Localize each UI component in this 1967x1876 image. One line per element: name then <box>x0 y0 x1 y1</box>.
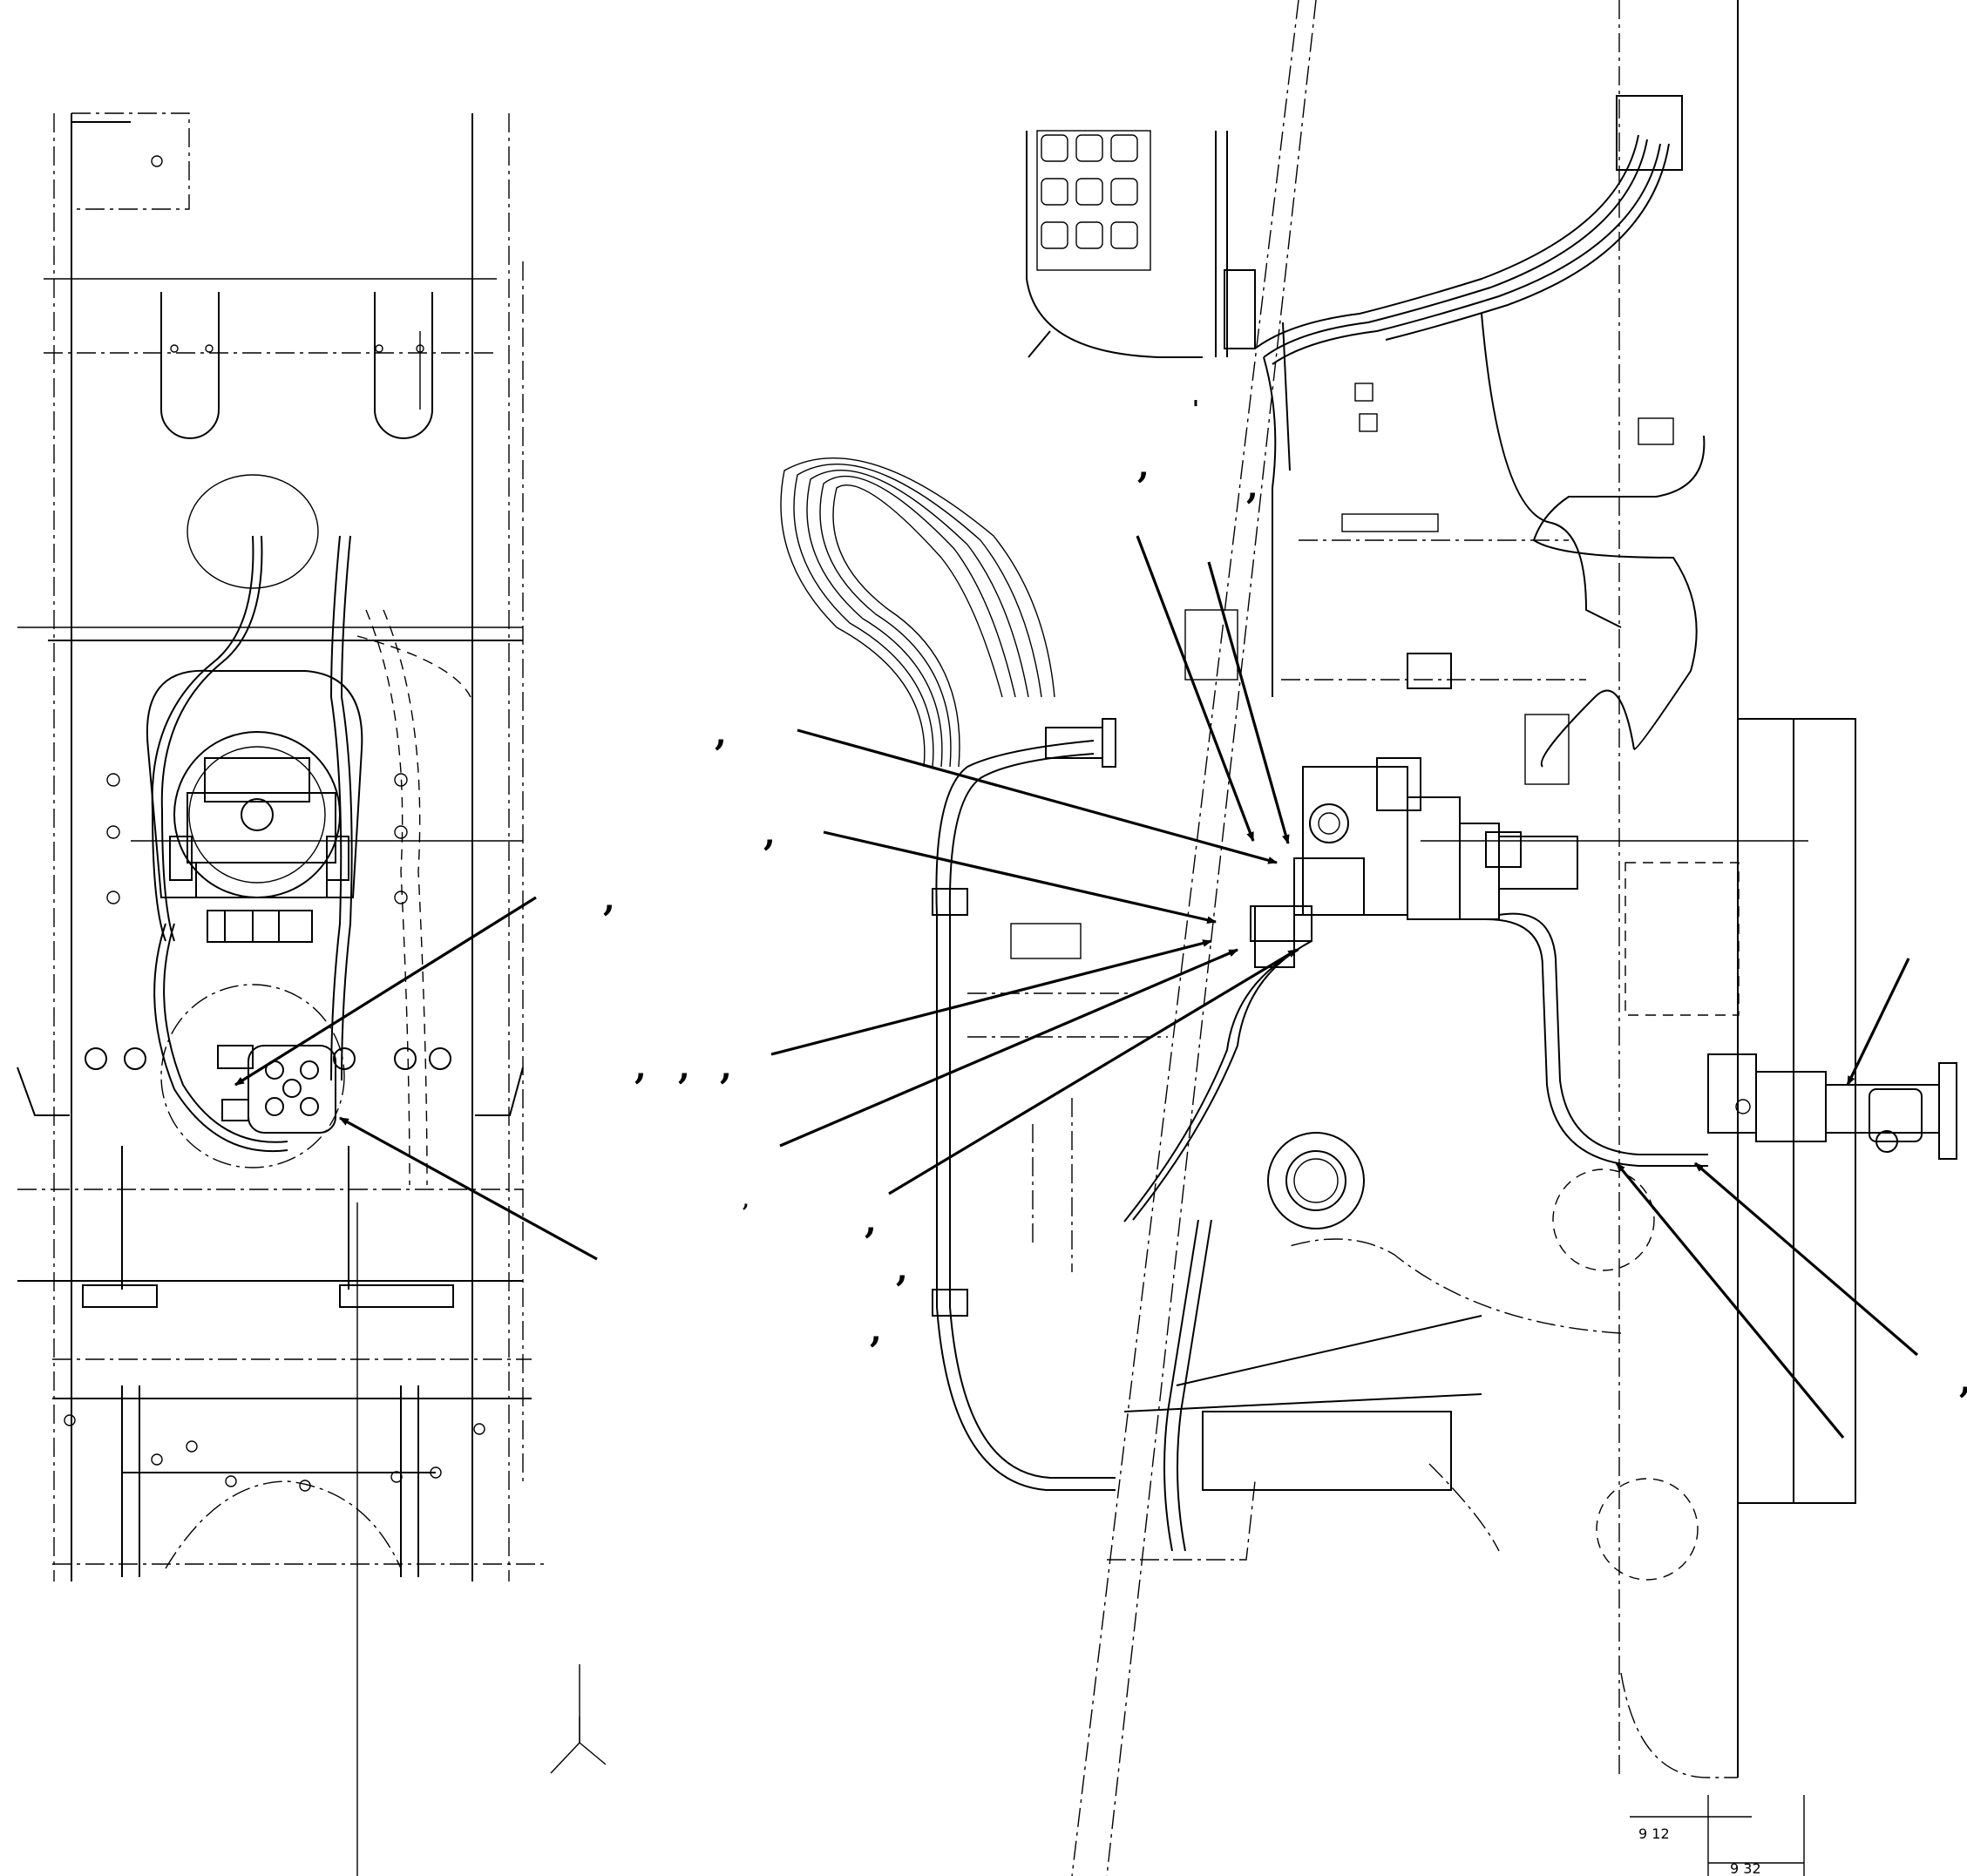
callout-mark-10: , <box>1137 445 1150 486</box>
callout-mark-4: , <box>634 1046 647 1087</box>
callout-mark-9: , <box>870 1310 882 1351</box>
callout-marks: , , , , , , , , , , , , ' , <box>603 396 1967 1401</box>
dimension-1: 9 12 <box>1638 1825 1670 1842</box>
callout-mark-1: , <box>715 713 727 754</box>
left-frame-view <box>17 112 607 1876</box>
leader-lines <box>234 535 1919 1439</box>
callout-mark-6: , <box>720 1046 732 1087</box>
stray-mark: ' <box>1192 396 1199 423</box>
stray-mark-2: , <box>743 1189 749 1212</box>
callout-mark-12: , <box>1959 1360 1967 1401</box>
callout-mark-5: , <box>678 1046 690 1087</box>
right-frame-view <box>780 0 1957 1876</box>
callout-mark-7: , <box>865 1201 877 1242</box>
callout-mark-2: , <box>763 813 776 854</box>
dimension-2: 9 32 <box>1730 1860 1761 1876</box>
pump-assembly <box>1250 653 1578 968</box>
grid-squares <box>1041 134 1138 249</box>
dimensions: 9 12 9 32 <box>1638 1825 1761 1876</box>
callout-mark-11: , <box>1246 466 1258 507</box>
callout-mark-8: , <box>896 1249 908 1290</box>
callout-mark-3: , <box>603 878 615 919</box>
